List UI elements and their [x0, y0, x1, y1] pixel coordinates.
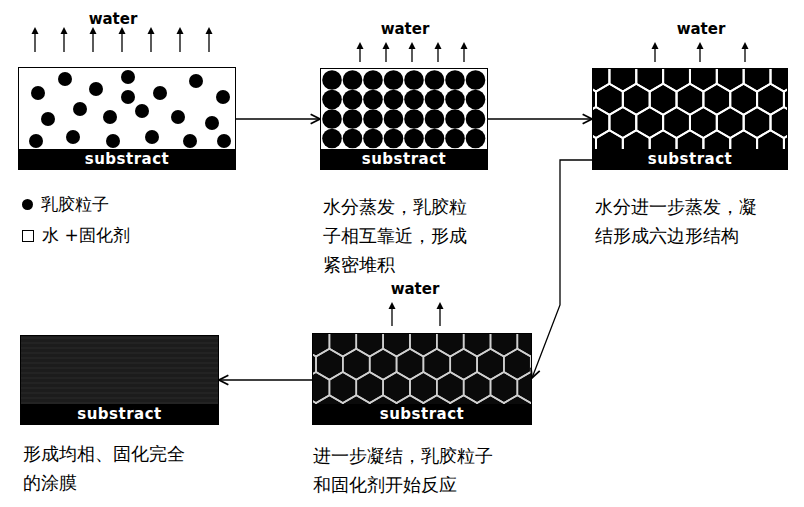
legend-item: 水 +固化剂 [22, 224, 130, 247]
panel-ground [320, 68, 488, 170]
legend-item: 乳胶粒子 [22, 193, 109, 216]
substrate-band [18, 149, 236, 170]
latex-particles [29, 70, 231, 148]
panel-ground [18, 67, 236, 170]
substrate-label: substract [19, 150, 235, 168]
water-swatch [22, 230, 34, 242]
flow-arrow [532, 160, 592, 378]
process-panel: watersubstract进一步凝结，乳胶粒子 和固化剂开始反应 [312, 333, 532, 425]
water-label: water [391, 280, 440, 298]
substrate-label: substract [593, 150, 787, 168]
process-panel: watersubstract水分进一步蒸发，凝 结形成六边形结构 [592, 68, 788, 170]
process-panel: watersubstract [18, 67, 236, 170]
evaporation-arrows [32, 27, 749, 326]
packed-particles [322, 70, 485, 148]
film-texture [20, 338, 219, 403]
process-panel: substract形成均相、固化完全 的涂膜 [20, 335, 219, 425]
legend-text: 乳胶粒子 [41, 193, 109, 216]
flow-arrow [236, 118, 320, 119]
flow-arrow [219, 379, 312, 380]
process-panel: watersubstract水分蒸发，乳胶粒 子相互靠近，形成 紧密堆积 [320, 68, 488, 170]
water-label: water [381, 20, 430, 38]
legend-text: 水 +固化剂 [42, 224, 130, 247]
substrate-band [312, 404, 532, 425]
hexagon-network [312, 333, 532, 404]
substrate-label: substract [313, 405, 531, 423]
hexagon-network [592, 68, 788, 149]
particle-swatch [22, 199, 33, 210]
substrate-band [20, 404, 219, 425]
substrate-label: substract [21, 405, 218, 423]
step-caption: 形成均相、固化完全 的涂膜 [23, 440, 195, 498]
flow-arrow [488, 118, 592, 119]
substrate-label: substract [321, 150, 487, 168]
panel-ground [592, 68, 788, 170]
water-label: water [677, 20, 726, 38]
panel-ground [312, 333, 532, 425]
water-label: water [89, 10, 138, 28]
step-caption: 进一步凝结，乳胶粒子 和固化剂开始反应 [313, 442, 503, 500]
substrate-band [592, 149, 788, 170]
step-caption: 水分进一步蒸发，凝 结形成六边形结构 [595, 193, 767, 251]
step-caption: 水分蒸发，乳胶粒 子相互靠近，形成 紧密堆积 [323, 193, 483, 279]
panel-ground [20, 335, 219, 425]
substrate-band [320, 149, 488, 170]
